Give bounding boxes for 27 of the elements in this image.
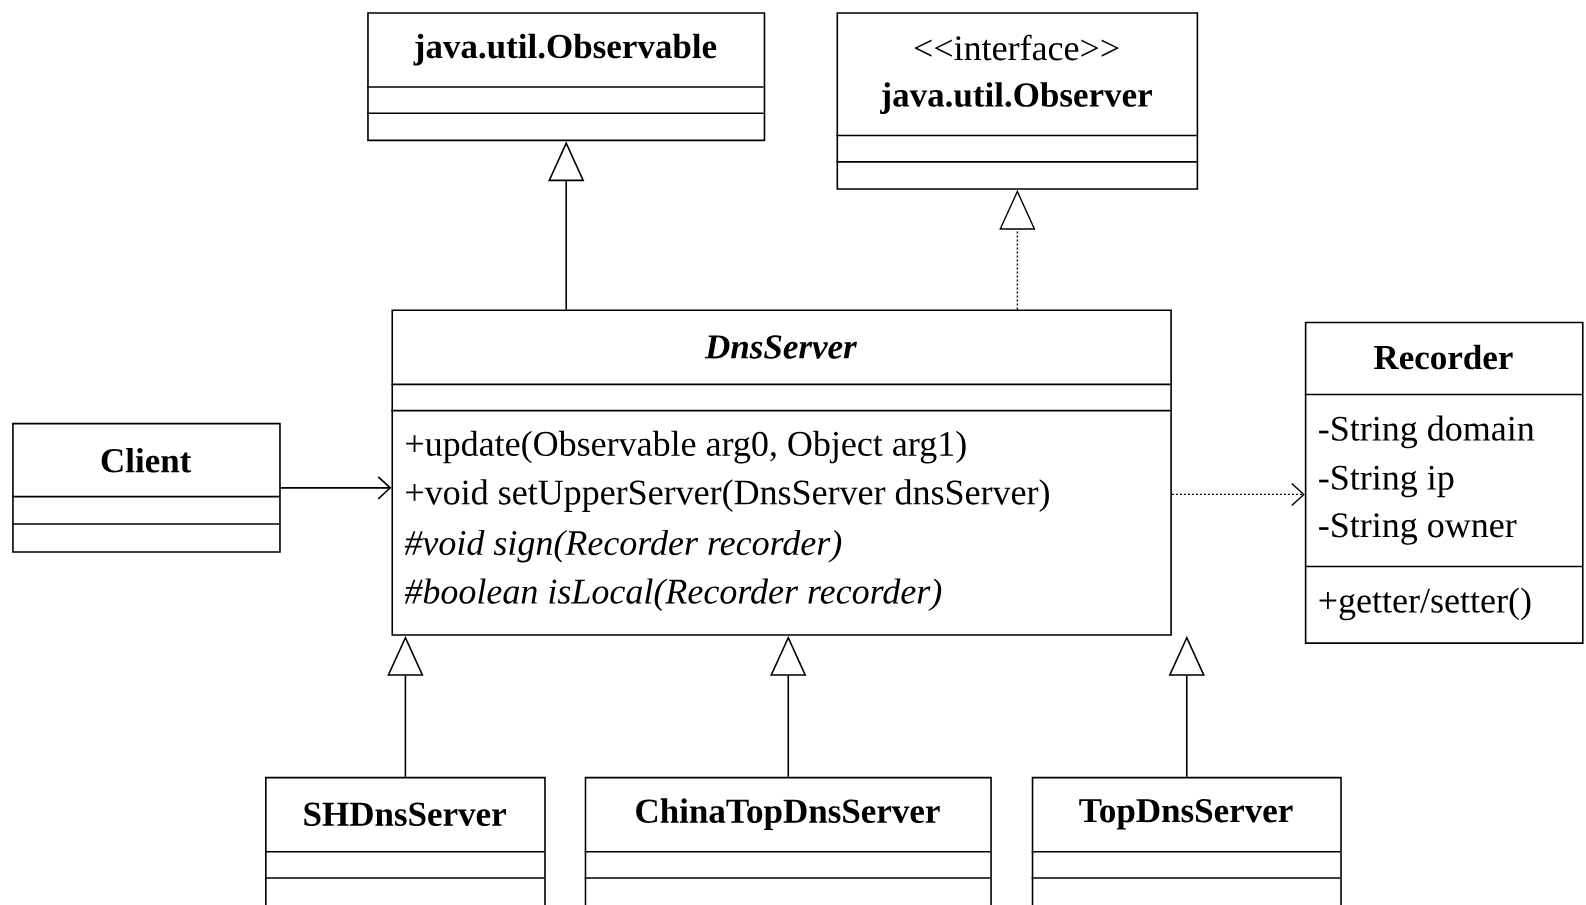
class-box xyxy=(264,776,546,905)
class-box xyxy=(1030,776,1342,905)
stereotype-label: <<interface>> xyxy=(914,34,1119,61)
class-box xyxy=(835,12,1199,190)
method-text: +getter/setter() xyxy=(1319,587,1531,621)
method-text: #boolean isLocal(Recorder recorder) xyxy=(404,578,942,612)
class-box xyxy=(366,12,766,142)
class-name: SHDnsServer xyxy=(304,802,506,826)
class-box xyxy=(583,776,992,905)
attribute-text: -String owner xyxy=(1319,513,1517,545)
class-box xyxy=(1304,321,1584,644)
attribute-text: -String domain xyxy=(1319,415,1535,449)
method-text: +void setUpperServer(DnsServer dnsServer) xyxy=(406,479,1049,512)
class-name: Recorder xyxy=(1374,344,1513,370)
association-arrow xyxy=(279,476,392,500)
dependency-arrow xyxy=(1171,482,1305,507)
attribute-text: -String ip xyxy=(1319,465,1454,498)
class-name: Client xyxy=(101,447,192,473)
method-text: +update(Observable arg0, Object arg1) xyxy=(406,430,966,464)
class-name: DnsServer xyxy=(704,335,857,359)
class-name: java.util.Observer xyxy=(880,82,1152,114)
class-name: java.util.Observable xyxy=(413,33,717,66)
class-name: TopDnsServer xyxy=(1079,798,1293,830)
method-text: #void sign(Recorder recorder) xyxy=(404,529,842,563)
class-box xyxy=(390,309,1172,636)
class-name: ChinaTopDnsServer xyxy=(636,798,940,831)
class-box xyxy=(11,422,281,553)
